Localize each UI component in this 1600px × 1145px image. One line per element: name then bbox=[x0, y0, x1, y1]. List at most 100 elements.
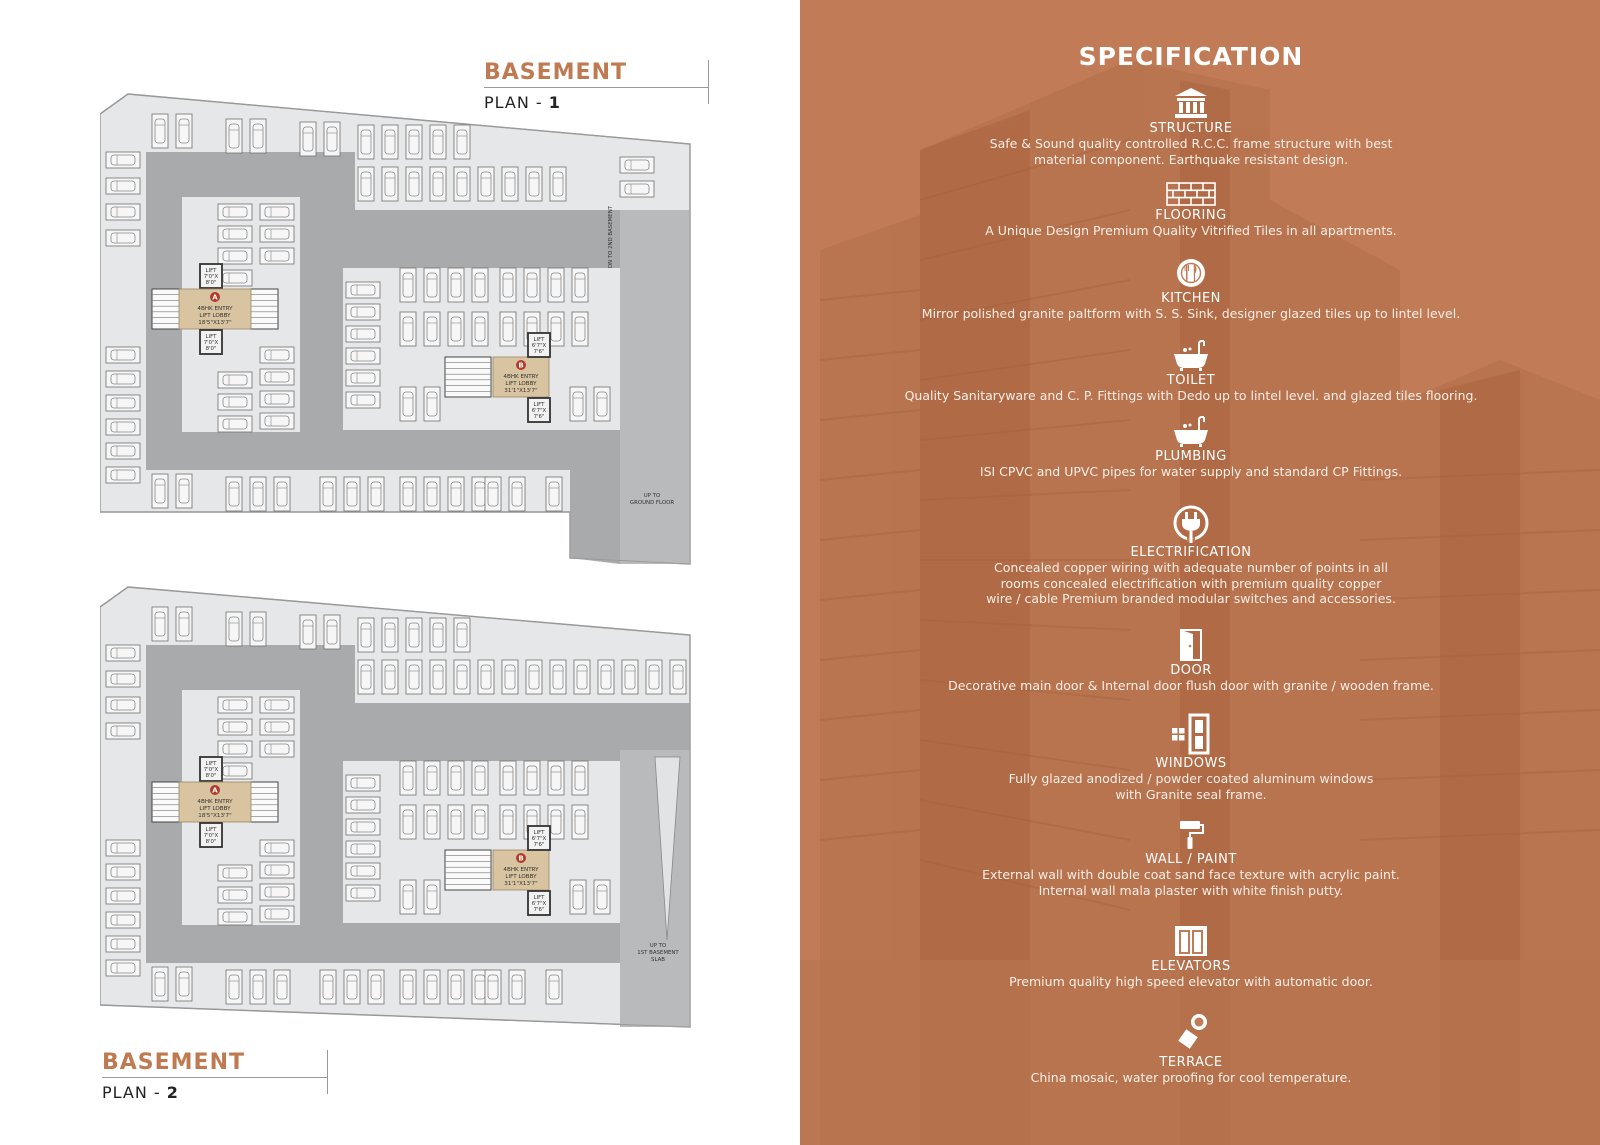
lift-label: LIFT bbox=[206, 334, 218, 340]
lobby-marker-letter: A bbox=[212, 294, 218, 302]
heading-vertical-rule bbox=[327, 1050, 328, 1094]
parking-bay bbox=[105, 466, 141, 484]
car-outline bbox=[574, 272, 586, 298]
car-outline bbox=[474, 809, 486, 835]
car-outline bbox=[350, 394, 376, 406]
car-outline bbox=[228, 481, 240, 507]
parking-bay bbox=[357, 617, 375, 653]
car-outline bbox=[474, 316, 486, 342]
spec-label: TERRACE bbox=[1159, 1055, 1223, 1070]
desc-line: Quality Sanitaryware and C. P. Fittings … bbox=[904, 388, 1478, 403]
parking-bay bbox=[447, 311, 465, 347]
parking-bay bbox=[343, 476, 361, 512]
parking-bay bbox=[429, 166, 447, 202]
parking-bay bbox=[345, 391, 381, 409]
car-outline bbox=[178, 118, 190, 144]
lobby-marker bbox=[516, 360, 526, 370]
plan-2-heading: BASEMENT PLAN - 2 bbox=[102, 1050, 328, 1110]
lift-dimension: 7'0"X bbox=[204, 340, 219, 346]
car-outline bbox=[526, 765, 538, 791]
parking-bay bbox=[453, 124, 471, 160]
car-outline bbox=[384, 664, 396, 690]
parking-bay bbox=[423, 267, 441, 303]
parking-bay bbox=[299, 121, 317, 157]
car-outline bbox=[350, 328, 376, 340]
car-outline bbox=[574, 765, 586, 791]
desc-line: Premium quality high speed elevator with… bbox=[1009, 974, 1373, 989]
parking-bay bbox=[105, 442, 141, 460]
parking-bay bbox=[225, 969, 243, 1005]
staircase bbox=[249, 288, 279, 330]
parking-bay bbox=[429, 659, 447, 695]
parking-bay bbox=[357, 124, 375, 160]
plan-2-subtitle: PLAN - 2 bbox=[102, 1082, 328, 1104]
parking-bay bbox=[175, 473, 193, 509]
lobby-label: LIFT LOBBY bbox=[505, 381, 537, 387]
parking-bay bbox=[217, 393, 253, 411]
lift-label: LIFT bbox=[206, 827, 218, 833]
parking-bay bbox=[399, 969, 417, 1005]
car-outline bbox=[154, 971, 166, 997]
spec-elevators: ELEVATORS Premium quality high speed ele… bbox=[800, 924, 1582, 990]
spec-description: China mosaic, water proofing for cool te… bbox=[800, 1070, 1582, 1086]
car-outline bbox=[222, 228, 248, 240]
car-outline bbox=[450, 481, 462, 507]
car-outline bbox=[222, 699, 248, 711]
car-outline bbox=[322, 481, 334, 507]
parking-bay bbox=[367, 476, 385, 512]
door-icon bbox=[1180, 629, 1202, 661]
parking-bay bbox=[345, 303, 381, 321]
parking-bay bbox=[447, 760, 465, 796]
spec-description: Safe & Sound quality controlled R.C.C. f… bbox=[800, 136, 1582, 167]
plan-1-subtitle-prefix: PLAN - bbox=[484, 93, 549, 112]
lobby-marker-letter: B bbox=[518, 362, 523, 370]
paint-roller-icon bbox=[1180, 821, 1204, 849]
car-outline bbox=[550, 316, 562, 342]
car-outline bbox=[222, 374, 248, 386]
spec-label: ELECTRIFICATION bbox=[1130, 545, 1252, 560]
car-outline bbox=[450, 316, 462, 342]
spec-label: WALL / PAINT bbox=[1145, 852, 1237, 867]
kitchen-icon bbox=[1177, 259, 1205, 287]
spec-label: DOOR bbox=[1170, 663, 1212, 678]
car-outline bbox=[426, 765, 438, 791]
car-outline bbox=[402, 391, 414, 417]
parking-bay bbox=[259, 247, 295, 265]
parking-bay bbox=[423, 804, 441, 840]
parking-bay bbox=[499, 760, 517, 796]
staircase bbox=[151, 288, 181, 330]
lift-dimension: 6'7"X bbox=[532, 836, 547, 842]
desc-line: wire / cable Premium branded modular swi… bbox=[986, 591, 1396, 606]
spec-description: Decorative main door & Internal door flu… bbox=[800, 678, 1582, 694]
parking-bay bbox=[549, 659, 567, 695]
lobby-label: LIFT LOBBY bbox=[505, 874, 537, 880]
car-outline bbox=[228, 123, 240, 149]
plan-1-title: BASEMENT bbox=[484, 60, 628, 85]
parking-bay bbox=[571, 311, 589, 347]
car-outline bbox=[222, 911, 248, 923]
parking-bay bbox=[569, 386, 587, 422]
car-outline bbox=[487, 974, 499, 1000]
car-outline bbox=[370, 481, 382, 507]
parking-bay bbox=[151, 966, 169, 1002]
parking-bay bbox=[259, 412, 295, 430]
lift-label: LIFT bbox=[206, 761, 218, 767]
car-outline bbox=[154, 611, 166, 637]
parking-bay bbox=[151, 473, 169, 509]
desc-line: External wall with double coat sand face… bbox=[982, 867, 1400, 882]
spec-electrification: ELECTRIFICATION Concealed copper wiring … bbox=[800, 504, 1582, 607]
car-outline bbox=[450, 765, 462, 791]
parking-bay bbox=[249, 118, 267, 154]
car-outline bbox=[502, 765, 514, 791]
parking-bay bbox=[323, 121, 341, 157]
car-outline bbox=[110, 421, 136, 433]
parking-bay bbox=[381, 659, 399, 695]
parking-bay bbox=[319, 969, 337, 1005]
ramp bbox=[620, 210, 690, 564]
car-outline bbox=[402, 272, 414, 298]
lobby-dimension: 18'5"X13'7" bbox=[198, 320, 232, 326]
car-outline bbox=[222, 206, 248, 218]
ramp-label: DN TO 2ND BASEMENT bbox=[608, 205, 614, 268]
lift-dimension: 7'6" bbox=[534, 414, 545, 420]
